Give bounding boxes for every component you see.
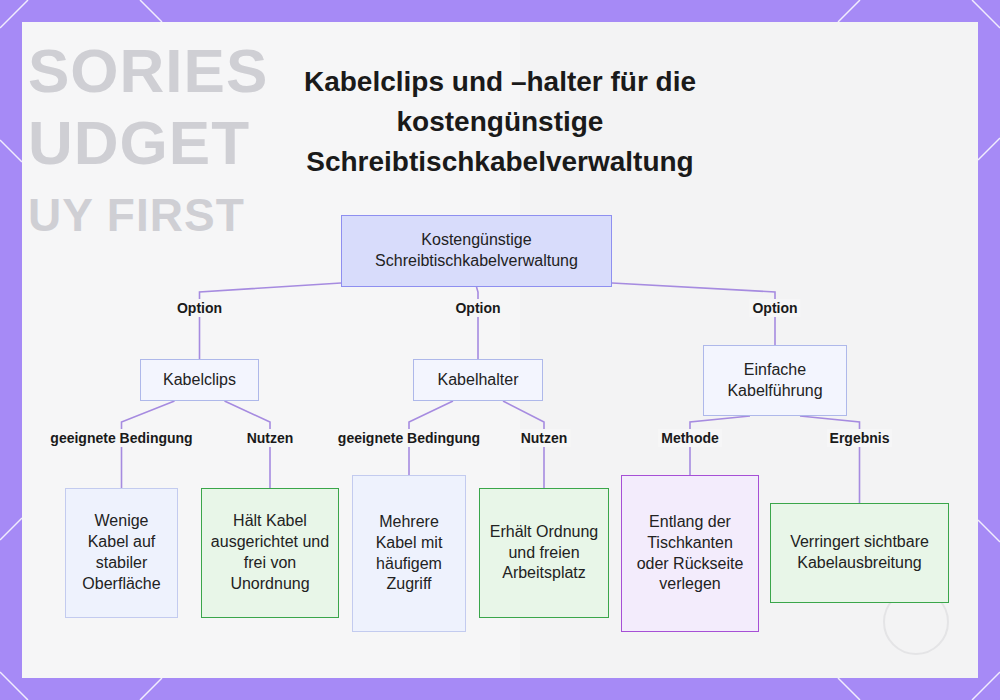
node-text: Mehrere Kabel mit häufigem Zugriff [360, 512, 458, 595]
edge-label: Option [174, 299, 225, 317]
benefit-box: Erhält Ordnung und freien Arbeitsplatz [479, 488, 609, 618]
edge-label: geeignete Bedingung [335, 429, 483, 447]
root-box: Kostengünstige Schreibtischkabelverwaltu… [341, 215, 612, 287]
option-box: Kabelhalter [413, 359, 543, 401]
node-text: Wenige Kabel auf stabiler Oberfläche [73, 511, 170, 594]
watermark-text: UY FIRST [28, 192, 245, 238]
edge-label: Option [749, 299, 800, 317]
connector-line [477, 287, 479, 359]
option-box: Einfache Kabelführung [703, 345, 847, 416]
watermark-text: UDGET [28, 112, 250, 174]
edge-label: Option [452, 299, 503, 317]
edge-label: Nutzen [518, 429, 571, 447]
node-text: Kostengünstige Schreibtischkabelverwaltu… [349, 230, 604, 272]
node-text: Verringert sichtbare Kabelausbreitung [778, 532, 941, 574]
condition-box: Mehrere Kabel mit häufigem Zugriff [352, 475, 466, 632]
edge-label: geeignete Bedingung [47, 429, 195, 447]
node-text: Kabelhalter [438, 370, 519, 391]
condition-box: Wenige Kabel auf stabiler Oberfläche [65, 488, 178, 618]
connector-line [200, 283, 342, 359]
edge-label: Methode [658, 429, 722, 447]
benefit-box: Hält Kabel ausgerichtet und frei von Uno… [201, 488, 339, 618]
method-box: Entlang der Tischkanten oder Rückseite v… [621, 475, 759, 632]
node-text: Kabelclips [163, 370, 236, 391]
diagram-title: Kabelclips und –halter für die kostengün… [270, 62, 730, 182]
benefit-box: Verringert sichtbare Kabelausbreitung [770, 503, 949, 603]
node-text: Entlang der Tischkanten oder Rückseite v… [629, 512, 751, 595]
node-text: Einfache Kabelführung [711, 360, 839, 402]
panel [22, 22, 978, 678]
edge-label: Nutzen [244, 429, 297, 447]
option-box: Kabelclips [140, 359, 259, 401]
node-text: Hält Kabel ausgerichtet und frei von Uno… [209, 511, 331, 594]
watermark-text: SORIES [28, 40, 268, 102]
edge-label: Ergebnis [827, 429, 893, 447]
node-text: Erhält Ordnung und freien Arbeitsplatz [487, 522, 601, 584]
